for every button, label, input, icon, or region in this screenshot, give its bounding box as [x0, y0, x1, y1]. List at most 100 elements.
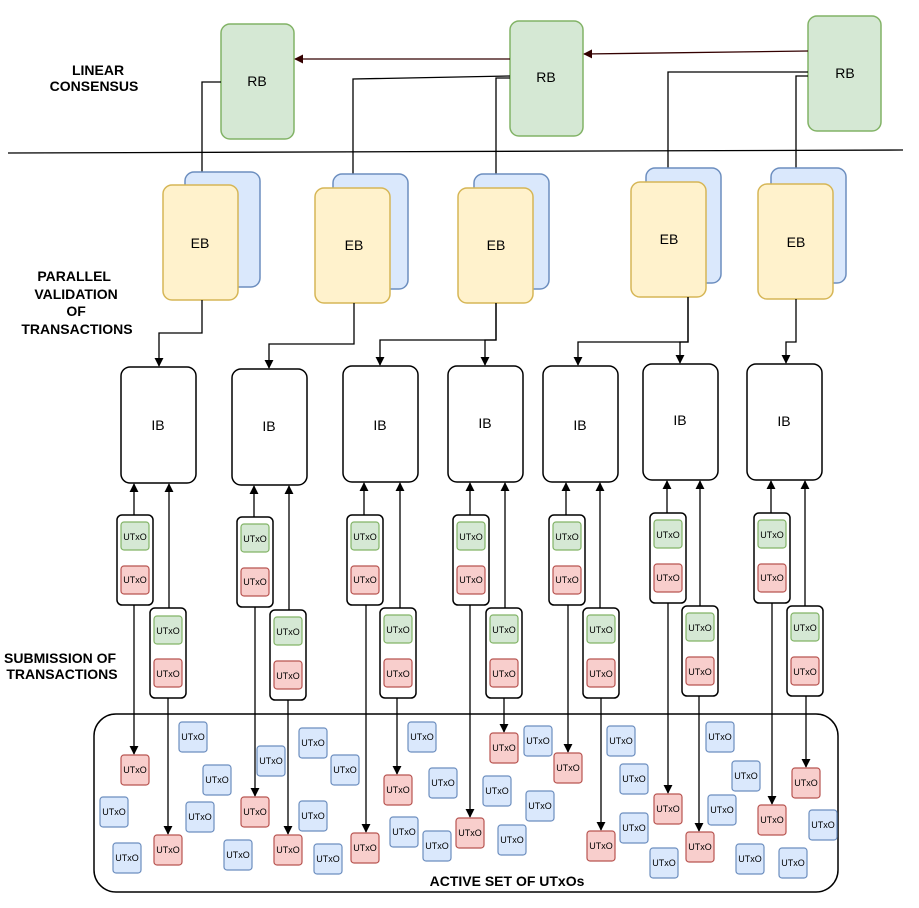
ib-label: IB — [478, 415, 491, 431]
utxo-input-green — [456, 521, 486, 551]
svg-text:UTxO: UTxO — [652, 858, 676, 868]
utxo-output-red — [456, 565, 486, 595]
svg-text:UTxO: UTxO — [316, 854, 340, 864]
svg-text:UTxO: UTxO — [589, 841, 613, 851]
utxo-output-red — [383, 658, 413, 688]
svg-text:UTxO: UTxO — [492, 625, 516, 635]
svg-text:UTxO: UTxO — [353, 532, 377, 542]
utxo-red — [653, 793, 683, 825]
utxo-red — [489, 732, 519, 764]
utxo-input-green — [120, 521, 150, 551]
rb-label: RB — [835, 65, 854, 81]
svg-text:UTxO: UTxO — [459, 575, 483, 585]
eb-label: EB — [345, 237, 364, 253]
svg-text:UTxO: UTxO — [276, 671, 300, 681]
svg-text:UTxO: UTxO — [386, 625, 410, 635]
svg-text:UTxO: UTxO — [734, 771, 758, 781]
ib-block-3 — [342, 365, 419, 483]
rb-block-3 — [807, 15, 882, 132]
utxo-blue — [619, 763, 649, 795]
utxo-blue — [99, 796, 129, 828]
utxo-output-red — [153, 658, 183, 688]
svg-text:UTxO: UTxO — [115, 853, 139, 863]
svg-text:UTxO: UTxO — [492, 669, 516, 679]
utxo-output-red — [552, 565, 582, 595]
svg-text:UTxO: UTxO — [181, 732, 205, 742]
svg-text:UTxO: UTxO — [243, 807, 267, 817]
utxo-input-green — [273, 616, 303, 646]
active-set-label: ACTIVE SET OF UTxOs — [430, 873, 585, 889]
svg-text:UTxO: UTxO — [556, 763, 580, 773]
utxo-input-green — [790, 612, 820, 642]
utxo-blue — [482, 775, 512, 807]
utxo-blue — [256, 745, 286, 777]
utxo-red — [350, 832, 380, 864]
svg-text:UTxO: UTxO — [410, 732, 434, 742]
svg-text:UTxO: UTxO — [156, 669, 180, 679]
eb-block-1 — [162, 184, 239, 301]
ib-label: IB — [777, 413, 790, 429]
utxo-blue — [649, 847, 679, 879]
svg-text:UTxO: UTxO — [123, 532, 147, 542]
svg-text:UTxO: UTxO — [656, 804, 680, 814]
utxo-output-red — [350, 565, 380, 595]
ib-label: IB — [673, 412, 686, 428]
utxo-input-green — [685, 612, 715, 642]
svg-text:UTxO: UTxO — [656, 530, 680, 540]
eb-block-2 — [314, 187, 391, 304]
utxo-red — [153, 834, 183, 866]
svg-text:UTxO: UTxO — [386, 669, 410, 679]
svg-text:UTxO: UTxO — [708, 732, 732, 742]
parallel-validation-label: PARALLEL VALIDATION OF TRANSACTIONS — [21, 268, 132, 337]
svg-text:UTxO: UTxO — [458, 828, 482, 838]
utxo-red — [120, 754, 150, 786]
submission-label: SUBMISSION OF TRANSACTIONS — [4, 650, 120, 682]
svg-text:UTxO: UTxO — [102, 807, 126, 817]
consensus-separator-line — [7, 149, 904, 154]
utxo-output-red — [685, 656, 715, 686]
utxo-blue — [523, 725, 553, 757]
svg-text:UTxO: UTxO — [459, 532, 483, 542]
svg-text:UTxO: UTxO — [276, 845, 300, 855]
svg-text:UTxO: UTxO — [301, 738, 325, 748]
utxo-blue — [619, 812, 649, 844]
utxo-blue — [330, 754, 360, 786]
eb-label: EB — [191, 235, 210, 251]
svg-text:UTxO: UTxO — [205, 775, 229, 785]
utxo-input-green — [586, 614, 616, 644]
svg-text:UTxO: UTxO — [485, 786, 509, 796]
svg-text:UTxO: UTxO — [622, 774, 646, 784]
eb-label: EB — [660, 231, 679, 247]
ib-label: IB — [262, 418, 275, 434]
ib-row: IB IB IB IB IB IB IB — [120, 363, 823, 486]
utxo-blue — [707, 794, 737, 826]
utxo-blue — [298, 800, 328, 832]
svg-text:UTxO: UTxO — [528, 801, 552, 811]
svg-text:UTxO: UTxO — [386, 785, 410, 795]
transaction-arrows — [129, 480, 811, 835]
svg-text:UTxO: UTxO — [589, 625, 613, 635]
svg-text:UTxO: UTxO — [425, 841, 449, 851]
utxo-red — [553, 752, 583, 784]
rb-to-eb-connectors — [197, 71, 808, 200]
ib-block-5 — [542, 365, 619, 483]
utxo-blue — [808, 809, 838, 841]
svg-text:UTxO: UTxO — [589, 669, 613, 679]
svg-text:UTxO: UTxO — [760, 530, 784, 540]
svg-text:UTxO: UTxO — [333, 765, 357, 775]
eb-label: EB — [787, 234, 806, 250]
svg-text:UTxO: UTxO — [688, 842, 712, 852]
svg-text:UTxO: UTxO — [738, 854, 762, 864]
svg-text:UTxO: UTxO — [123, 765, 147, 775]
svg-text:UTxO: UTxO — [794, 778, 818, 788]
utxo-blue — [389, 816, 419, 848]
utxo-blue — [298, 727, 328, 759]
utxo-output-red — [586, 658, 616, 688]
utxo-output-red — [240, 567, 270, 597]
utxo-input-green — [383, 614, 413, 644]
utxo-red — [455, 817, 485, 849]
svg-text:UTxO: UTxO — [123, 575, 147, 585]
svg-text:UTxO: UTxO — [688, 623, 712, 633]
rb-label: RB — [536, 69, 555, 85]
ib-block-6 — [642, 363, 719, 481]
